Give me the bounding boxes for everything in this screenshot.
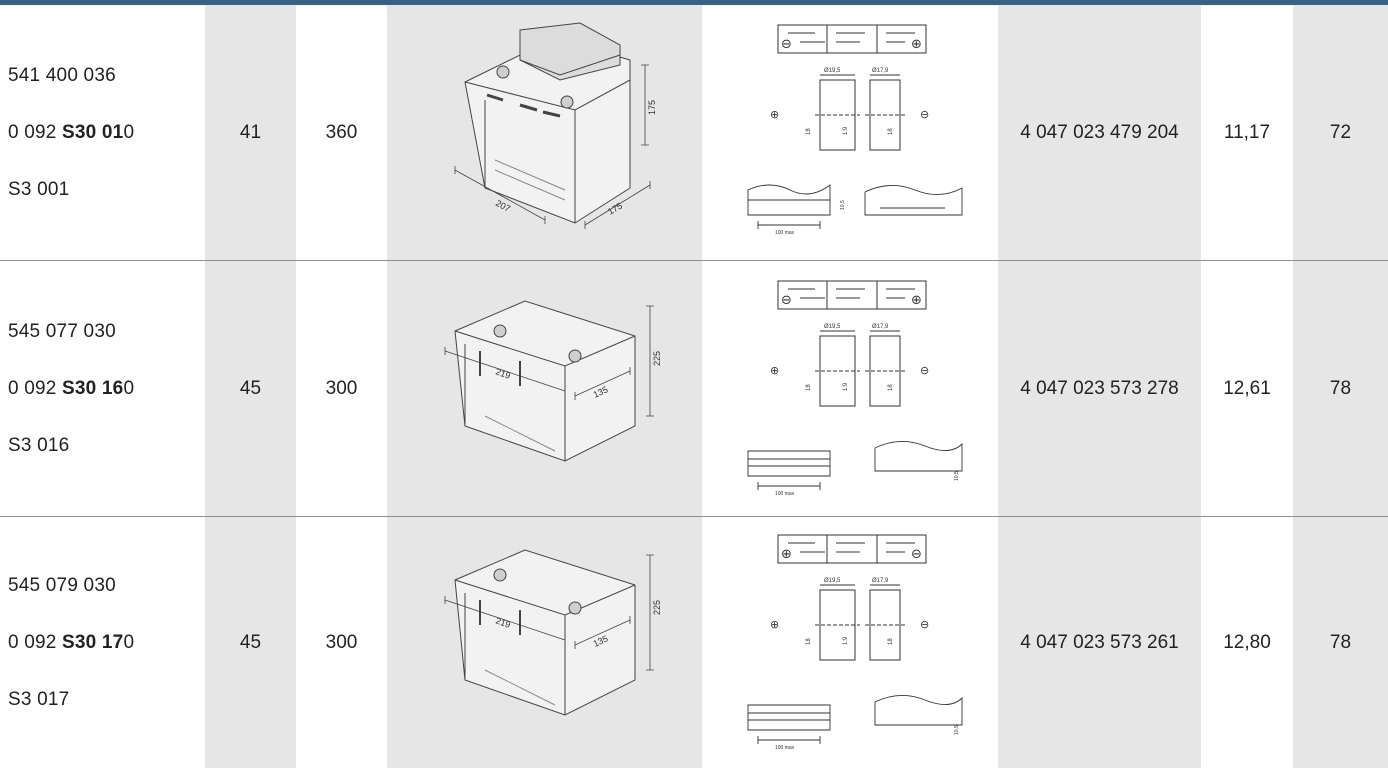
- terminal-layout-left-icon: ⊖: [781, 292, 792, 307]
- height-dimension: 225: [652, 351, 662, 366]
- terminal-drawing-cell: ⊕ ⊖ Ø19,5 Ø17,9 ⊕ ⊖ 18 1:9 18: [702, 517, 998, 768]
- diameter-minus: Ø17,9: [872, 68, 889, 74]
- cold-cranking-cell: 300: [325, 631, 358, 653]
- cold-cranking-cell: 360: [325, 121, 358, 143]
- terminal-diagram: ⊖ ⊕ Ø19,5 Ø17,9 ⊕ ⊖ 18 1:9 18: [747, 24, 963, 236]
- short-number: 0 092 S30 160: [8, 378, 135, 399]
- part-number: 541 400 036: [8, 65, 116, 86]
- terminal-layout-right-icon: ⊕: [911, 36, 922, 51]
- part-number: 545 077 030: [8, 321, 116, 342]
- terminal-layout-left-icon: ⊕: [781, 546, 792, 561]
- hold-down-label: 100 max: [775, 491, 795, 497]
- diameter-minus: Ø17,9: [872, 578, 889, 584]
- last-value-cell: 72: [1293, 5, 1388, 260]
- height-dimension: 225: [652, 600, 662, 615]
- terminal-drawing-cell: ⊖ ⊕ Ø19,5 Ø17,9 ⊕ ⊖ 18 1:9 18: [702, 5, 998, 260]
- battery-table: 541 400 036 0 092 S30 010 S3 001 41 360: [0, 5, 1388, 768]
- short-number: 0 092 S30 170: [8, 632, 135, 653]
- positive-icon: ⊕: [770, 109, 779, 121]
- positive-icon: ⊕: [770, 365, 779, 377]
- terminal-drawing-cell: ⊖ ⊕ Ø19,5 Ø17,9 ⊕ ⊖ 18 1:9 18: [702, 261, 998, 516]
- length-dimension: 219: [494, 366, 512, 381]
- weight-cell: 12,80: [1223, 631, 1271, 653]
- ean-cell: 4 047 023 479 204: [998, 5, 1201, 260]
- battery-drawing-cell: 175 207 175: [387, 5, 702, 260]
- terminal-taper: 1:9: [843, 126, 849, 135]
- negative-icon: ⊖: [920, 619, 929, 631]
- ean-cell: 4 047 023 573 278: [998, 261, 1201, 516]
- terminal-layout-right-icon: ⊕: [911, 292, 922, 307]
- negative-icon: ⊖: [920, 109, 929, 121]
- hold-down-label: 100 max: [775, 230, 795, 236]
- diameter-minus: Ø17,9: [872, 324, 889, 330]
- diameter-plus: Ø19,5: [824, 68, 841, 74]
- last-value-cell: 78: [1293, 261, 1388, 516]
- part-number: 545 079 030: [8, 575, 116, 596]
- height-dimension: 175: [647, 100, 657, 115]
- weight-cell: 12,61: [1223, 377, 1271, 399]
- ledge-label: 10,5: [954, 471, 960, 481]
- weight-cell: 11,17: [1223, 121, 1271, 143]
- table-row: 541 400 036 0 092 S30 010 S3 001 41 360: [0, 5, 1388, 261]
- battery-drawing: 225 219 135: [444, 549, 662, 716]
- table-row: 545 077 030 0 092 S30 160 S3 016 45 300: [0, 261, 1388, 517]
- ledge-label: 10,5: [840, 200, 846, 210]
- type-code: S3 016: [8, 435, 70, 456]
- capacity-cell: 45: [205, 261, 296, 516]
- diameter-plus: Ø19,5: [824, 578, 841, 584]
- terminal-diagram: ⊕ ⊖ Ø19,5 Ø17,9 ⊕ ⊖ 18 1:9 18: [747, 534, 963, 751]
- terminal-height-right: 18: [888, 384, 894, 391]
- positive-icon: ⊕: [770, 619, 779, 631]
- last-value-cell: 78: [1293, 517, 1388, 768]
- cold-cranking-cell: 300: [325, 377, 358, 399]
- diameter-plus: Ø19,5: [824, 324, 841, 330]
- terminal-height-left: 18: [806, 384, 812, 391]
- battery-drawing: 225 219 135: [444, 300, 662, 462]
- battery-drawing-cell: 225 219 135: [387, 261, 702, 516]
- top-accent-bar: [0, 0, 1388, 5]
- terminal-diagram: ⊖ ⊕ Ø19,5 Ø17,9 ⊕ ⊖ 18 1:9 18: [747, 280, 963, 497]
- terminal-layout-left-icon: ⊖: [781, 36, 792, 51]
- terminal-height-left: 18: [806, 638, 812, 645]
- part-codes-cell: 545 077 030 0 092 S30 160 S3 016: [0, 261, 205, 516]
- capacity-cell: 45: [205, 517, 296, 768]
- ean-cell: 4 047 023 573 261: [998, 517, 1201, 768]
- short-number: 0 092 S30 010: [8, 122, 135, 143]
- terminal-height-right: 18: [888, 128, 894, 135]
- part-codes-cell: 541 400 036 0 092 S30 010 S3 001: [0, 5, 205, 260]
- table-row: 545 079 030 0 092 S30 170 S3 017 45 300: [0, 517, 1388, 768]
- type-code: S3 001: [8, 179, 70, 200]
- terminal-taper: 1:9: [843, 636, 849, 645]
- battery-drawing: 175 207 175: [454, 22, 657, 229]
- ledge-label: 10,5: [954, 725, 960, 735]
- capacity-cell: 41: [205, 5, 296, 260]
- terminal-layout-right-icon: ⊖: [911, 546, 922, 561]
- terminal-height-left: 18: [806, 128, 812, 135]
- negative-icon: ⊖: [920, 365, 929, 377]
- hold-down-label: 100 max: [775, 745, 795, 751]
- type-code: S3 017: [8, 689, 70, 710]
- part-codes-cell: 545 079 030 0 092 S30 170 S3 017: [0, 517, 205, 768]
- length-dimension: 219: [494, 615, 512, 630]
- battery-drawing-cell: 225 219 135: [387, 517, 702, 768]
- terminal-taper: 1:9: [843, 382, 849, 391]
- terminal-height-right: 18: [888, 638, 894, 645]
